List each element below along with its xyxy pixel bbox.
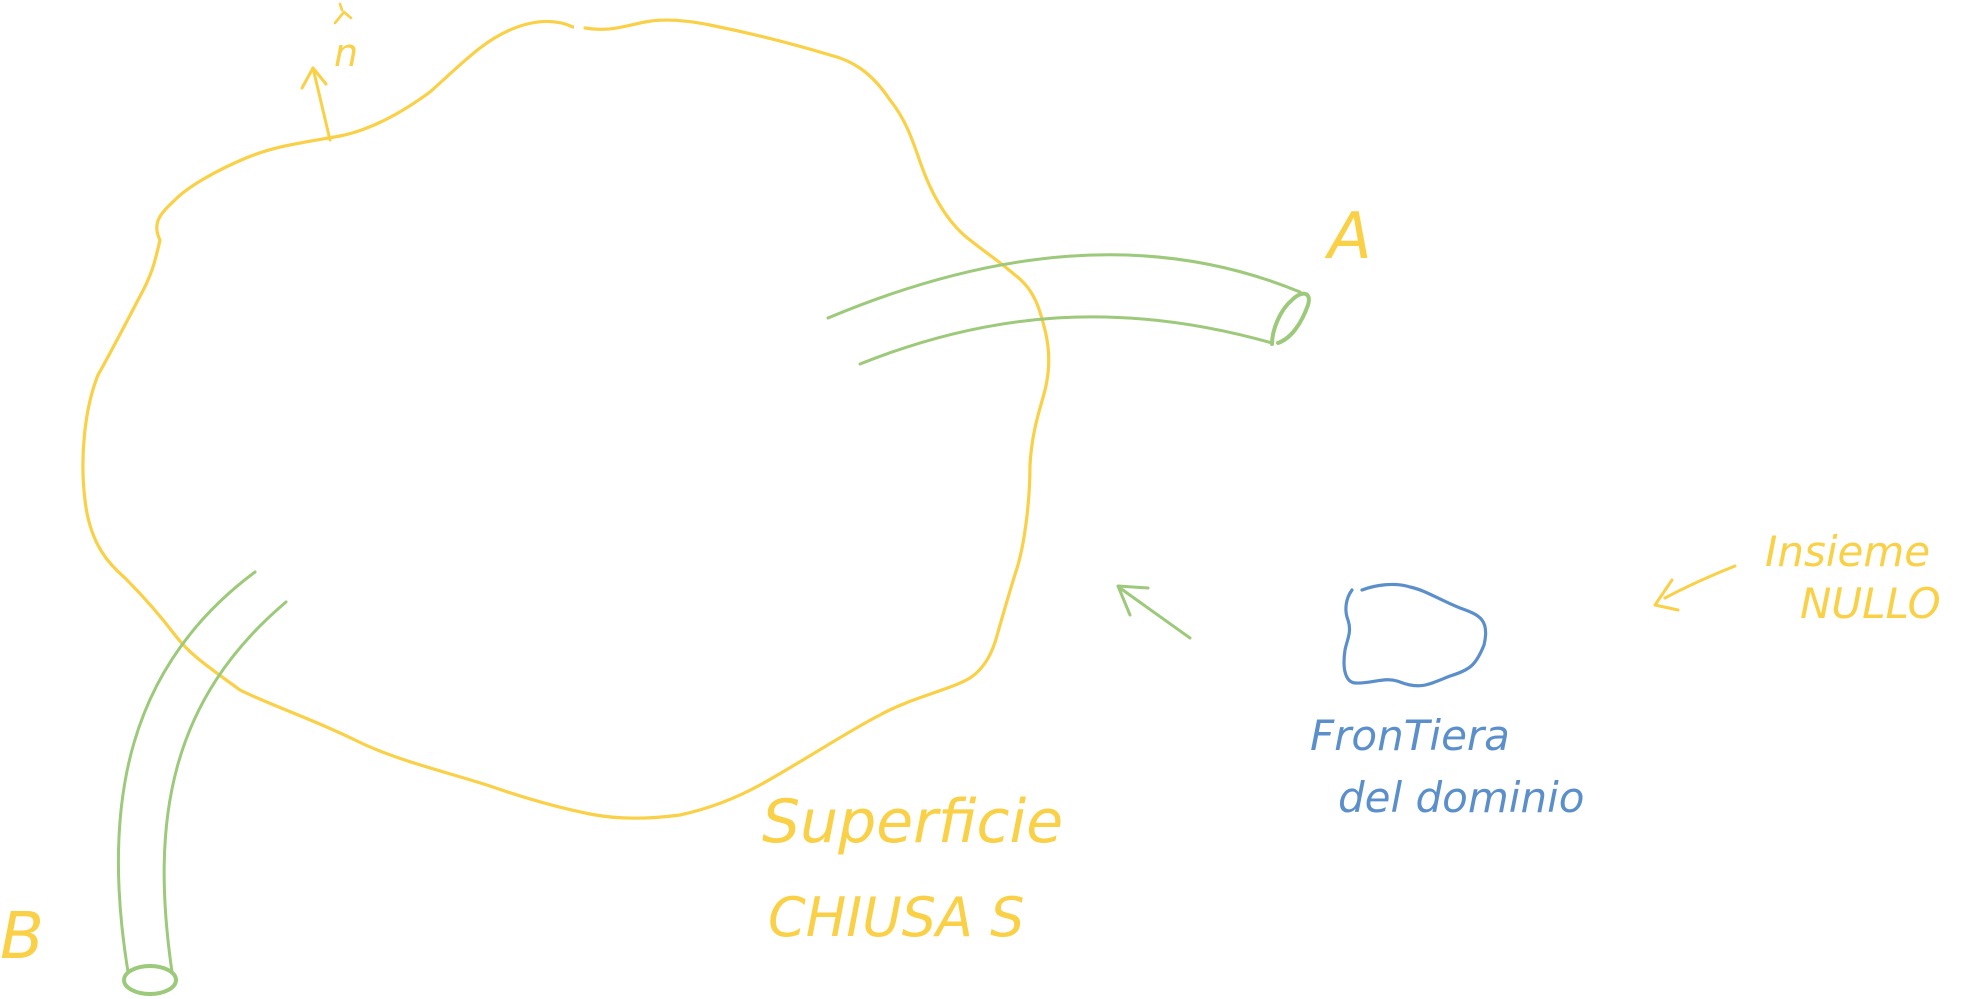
tube-b-end-cap [122,964,178,996]
null-set-arrow-head [1653,578,1680,612]
null-set-label-line2: NULLO [1800,579,1941,628]
normal-hat-icon [333,2,353,25]
green-arrow-head [1116,584,1150,617]
surface-gap [574,20,583,32]
tube-b-outer-edge [116,570,257,974]
surface-label-line1: Superficie [762,787,1063,857]
null-set-annotation: Insieme NULLO [1653,527,1941,628]
null-set-label-line1: Insieme [1765,527,1930,576]
domain-boundary-label-line1: FronTiera [1310,711,1510,760]
null-set-arrow-shaft [1663,564,1737,600]
domain-boundary-label-line2: del dominio [1338,773,1584,822]
closed-surface-s [81,18,1051,820]
green-pointer-arrow [1116,584,1192,640]
tube-b-inner-edge [162,600,288,974]
normal-vector: n [300,2,358,142]
normal-arrow-head [300,66,328,90]
surface-label-line2: CHIUSA S [768,886,1024,949]
tube-a-label: A [1324,200,1372,274]
normal-label: n [334,31,358,75]
tube-a-lower-edge [858,315,1274,366]
green-arrow-shaft [1118,586,1192,640]
surface-label: Superficie CHIUSA S [762,787,1063,949]
tube-a-end-cap [1270,291,1311,346]
surface-outline [81,18,1051,820]
domain-boundary-outline [1342,582,1488,688]
domain-boundary: FronTiera del dominio [1310,582,1584,822]
normal-arrow-shaft [311,66,332,142]
tube-a: A [826,200,1372,366]
tube-b: B [0,570,288,996]
tube-a-upper-edge [826,253,1302,320]
tube-b-label: B [0,900,44,974]
